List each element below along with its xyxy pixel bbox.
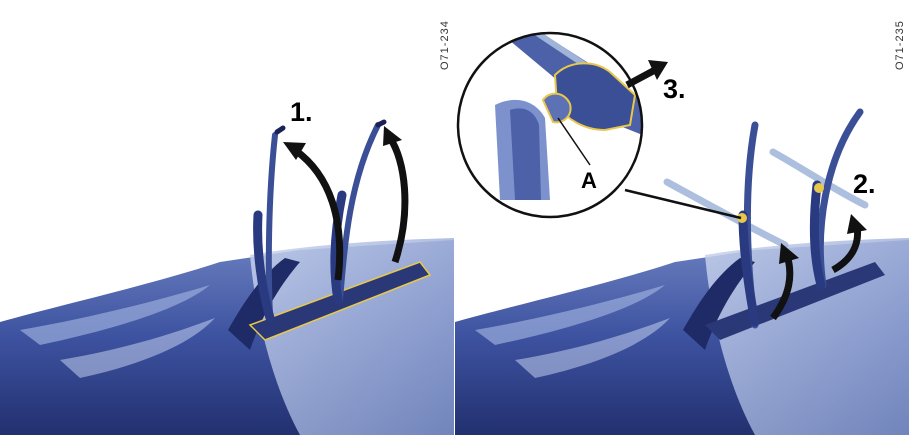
figure-code-right: O71-235 <box>894 20 906 70</box>
step-label-1: 1. <box>290 97 313 127</box>
figure-wiper-fold-up: 1. O71-234 <box>0 0 454 435</box>
step-label-3: 3. <box>663 74 686 104</box>
arrow-slide-off <box>627 60 668 85</box>
illustration-right: A 3. 2. O71-235 <box>455 0 909 435</box>
illustration-left: 1. O71-234 <box>0 0 454 435</box>
figure-code-left: O71-234 <box>439 20 451 70</box>
magnifier-detail: A <box>458 0 655 217</box>
step-label-2: 2. <box>853 169 876 199</box>
callout-letter-a: A <box>581 168 597 193</box>
figure-wiper-blade-removal: A 3. 2. O71-235 <box>455 0 909 435</box>
